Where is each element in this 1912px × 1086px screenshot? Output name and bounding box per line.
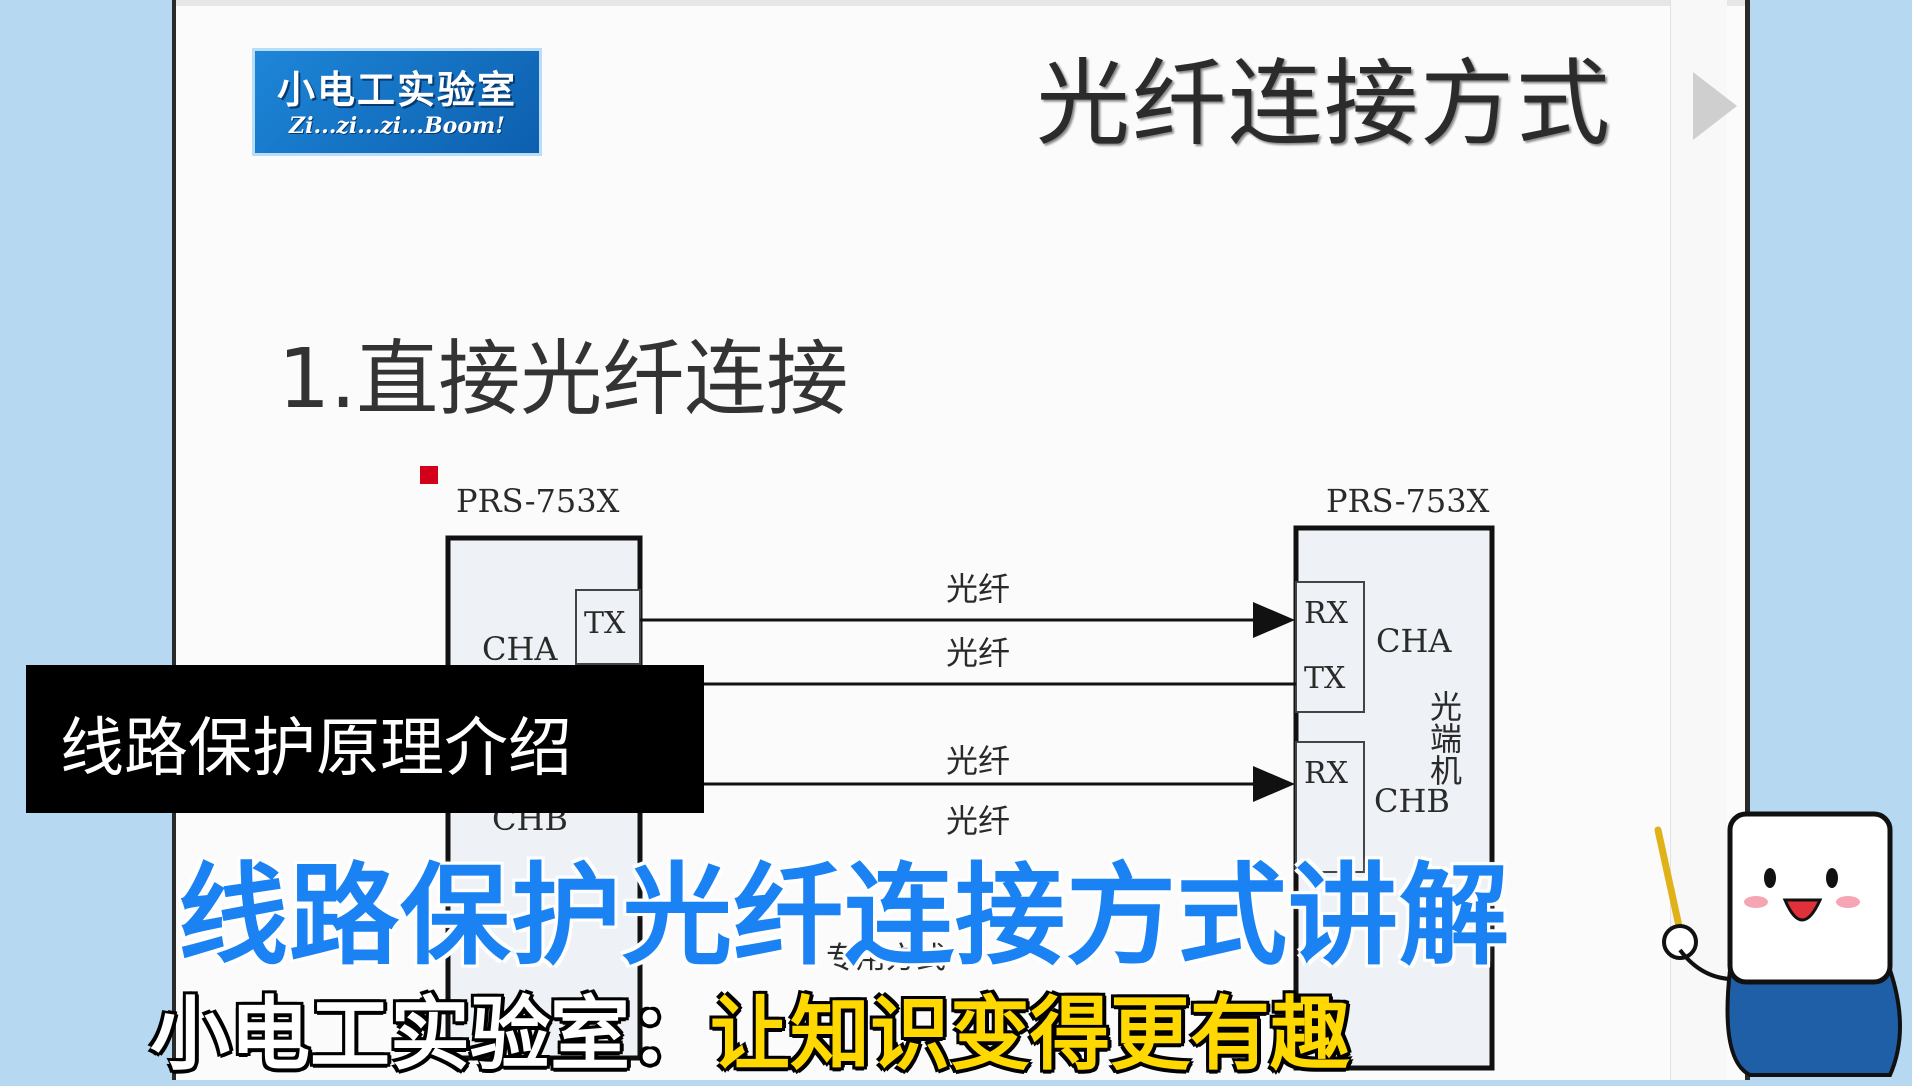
mascot-character-icon (1654, 811, 1902, 1077)
right-rx-a-label: RX (1304, 596, 1349, 631)
right-cha-ports (1295, 581, 1365, 713)
right-device-name: PRS-753X (1326, 482, 1490, 520)
diagram-caption: 专用方式 (826, 941, 946, 976)
left-device-name: PRS-753X (456, 482, 620, 520)
section-heading: 1.直接光纤连接 (278, 332, 849, 427)
mascot-eye-right-icon (1826, 868, 1838, 888)
left-tx-port (575, 589, 641, 665)
brand-logo: 小电工实验室 Zi...zi...zi...Boom! (252, 48, 542, 156)
mascot-eye-left-icon (1764, 868, 1776, 888)
bullet-marker (420, 466, 438, 484)
logo-subtitle: Zi...zi...zi...Boom! (289, 113, 505, 139)
subtitle-text: 线路保护原理介绍 (60, 712, 572, 786)
right-cha-label: CHA (1376, 622, 1452, 660)
tagline-brand: 小电工实验室： (150, 988, 710, 1081)
page-corner-icon (1693, 72, 1737, 140)
logo-title: 小电工实验室 (276, 68, 517, 112)
right-chb-label: CHB (1374, 782, 1450, 820)
subtitle-banner: 线路保护原理介绍 (26, 665, 704, 813)
slide-scroll-strip (1670, 0, 1727, 1080)
pointer-stick-icon (1654, 826, 1686, 944)
slide-top-edge (176, 0, 1745, 6)
mascot-head-icon (1727, 811, 1893, 985)
fiber-label-4: 光纤 (946, 802, 1010, 840)
mascot-hand-icon (1662, 924, 1698, 960)
right-chb-ports (1295, 741, 1365, 873)
tagline-slogan: 让知识变得更有趣 (710, 988, 1350, 1081)
main-title: 线路保护光纤连接方式讲解 (178, 852, 1510, 980)
left-cha-label: CHA (482, 630, 558, 668)
right-rx-b-label: RX (1304, 756, 1349, 791)
mascot-shirt-icon (1725, 968, 1902, 1077)
fiber-label-3: 光纤 (946, 742, 1010, 780)
tagline: 小电工实验室：让知识变得更有趣 (150, 970, 1350, 1086)
fiber-label-1: 光纤 (946, 570, 1010, 608)
fiber-connection-diagram: PRS-753X TX CHA CHB PRS-753X RX TX RX CH… (445, 482, 1495, 1071)
fiber-label-2: 光纤 (946, 634, 1010, 672)
slide: 小电工实验室 Zi...zi...zi...Boom! 光纤连接方式 1.直接光… (172, 0, 1750, 1080)
slide-title: 光纤连接方式 (1036, 50, 1613, 159)
mascot-blush-left-icon (1744, 896, 1768, 908)
right-tx-a-label: TX (1304, 661, 1346, 696)
mascot-blush-right-icon (1836, 896, 1860, 908)
mascot-mouth-icon (1782, 898, 1823, 922)
left-tx-label: TX (584, 606, 626, 641)
right-side-label: 光端机 (1425, 690, 1463, 786)
